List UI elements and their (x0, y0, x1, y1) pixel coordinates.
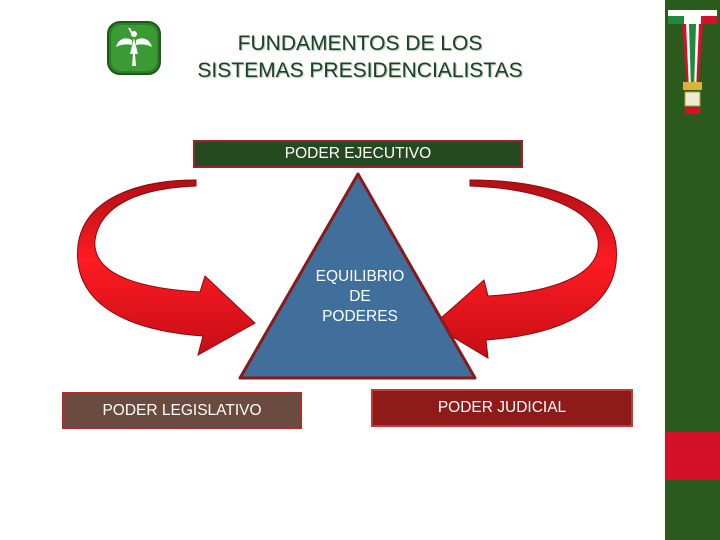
left-curved-arrow (77, 179, 256, 357)
triangle-label-line-2: DE (349, 288, 371, 305)
title-line-2: SISTEMAS PRESIDENCIALISTAS (197, 59, 523, 82)
right-curved-arrow (432, 179, 617, 359)
legislative-power-box: PODER LEGISLATIVO (62, 392, 302, 429)
page-title: FUNDAMENTOS DE LOS SISTEMAS PRESIDENCIAL… (160, 30, 560, 84)
balance-of-powers-diagram (77, 172, 617, 380)
balance-triangle (238, 172, 477, 380)
triangle-label-line-1: EQUILIBRIO (315, 268, 405, 285)
triangle-label: EQUILIBRIO DE PODERES (290, 267, 430, 327)
judicial-power-box: PODER JUDICIAL (371, 389, 633, 427)
executive-power-label: PODER EJECUTIVO (284, 145, 432, 162)
title-line-1: FUNDAMENTOS DE LOS (237, 32, 483, 55)
legislative-power-label: PODER LEGISLATIVO (102, 401, 262, 419)
mexican-flag-ribbon-icon (665, 0, 720, 125)
triangle-label-line-3: PODERES (322, 308, 398, 325)
judicial-power-label: PODER JUDICIAL (437, 399, 567, 416)
angel-emblem-icon (107, 21, 161, 75)
executive-power-box: PODER EJECUTIVO (193, 140, 523, 168)
decorative-red-band (665, 432, 720, 480)
